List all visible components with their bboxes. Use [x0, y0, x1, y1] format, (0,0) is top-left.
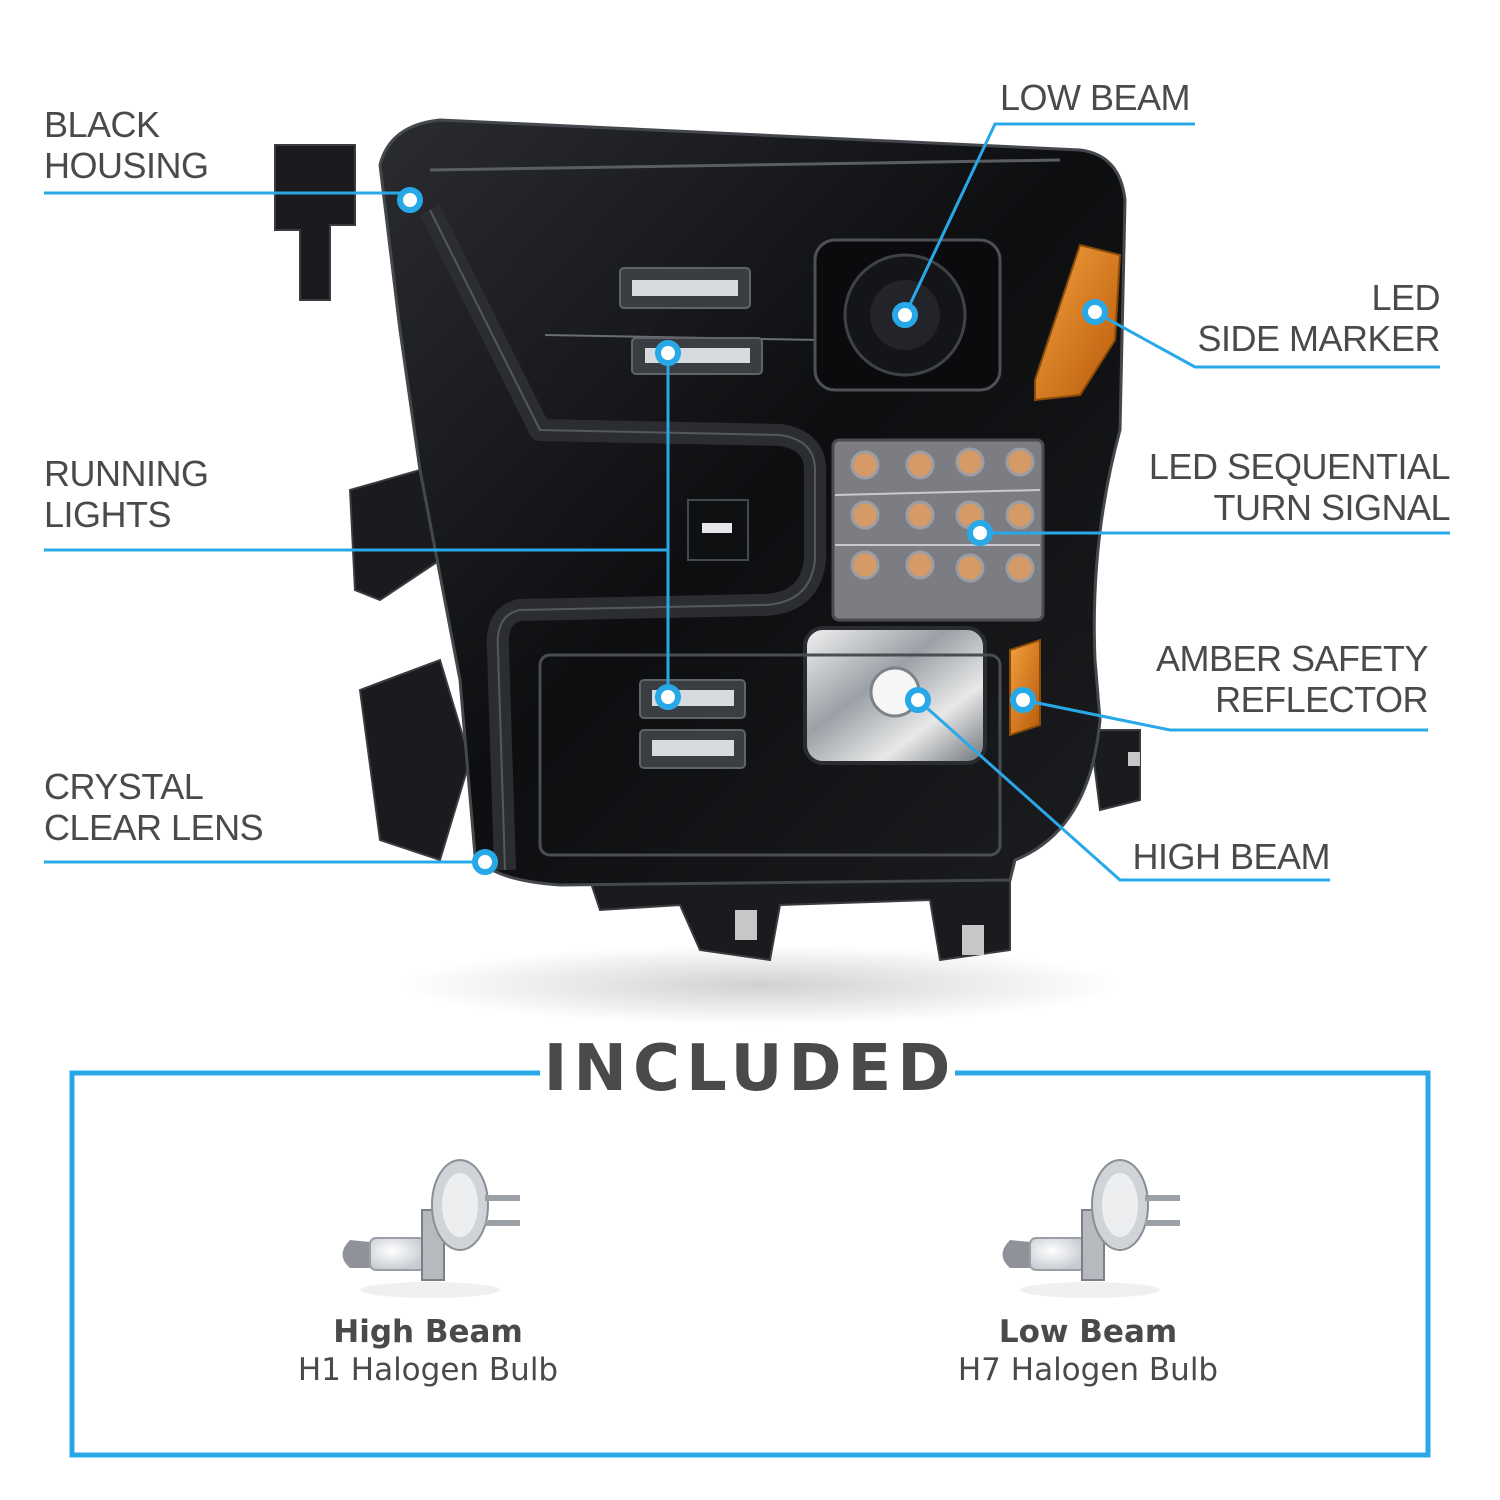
h7-bulb-icon — [1002, 1159, 1180, 1298]
bolt-hole — [962, 925, 984, 955]
label-led-side-marker: LED SIDE MARKER — [1197, 277, 1440, 359]
led-side-marker — [1034, 243, 1122, 402]
floor-shadow — [400, 945, 1120, 1025]
mounting-brackets — [274, 144, 1141, 962]
h1-bulb-icon — [342, 1159, 520, 1298]
label-crystal-clear-lens: CRYSTAL CLEAR LENS — [44, 766, 264, 848]
bulb-caption-high-beam: High Beam H1 Halogen Bulb — [218, 1313, 638, 1389]
label-low-beam: LOW BEAM — [1000, 77, 1191, 118]
led-turn-signal-array — [831, 438, 1045, 622]
bolt-hole — [1128, 752, 1140, 766]
bulb-type: H1 Halogen Bulb — [297, 1352, 559, 1388]
included-box — [69, 1070, 1431, 1458]
bulb-type: H7 Halogen Bulb — [957, 1352, 1219, 1388]
callout-dots — [397, 187, 1108, 875]
label-running-lights: RUNNING LIGHTS — [44, 453, 209, 535]
lens-highlight — [429, 158, 1061, 172]
label-high-beam: HIGH BEAM — [1132, 836, 1330, 877]
lower-lens-frame — [538, 653, 1002, 857]
bulb-caption-low-beam: Low Beam H7 Halogen Bulb — [878, 1313, 1298, 1389]
label-amber-safety-reflector: AMBER SAFETY REFLECTOR — [1155, 638, 1429, 720]
high-beam-reflector — [803, 626, 987, 765]
bulb-name: Low Beam — [998, 1314, 1178, 1350]
bulb-name: High Beam — [333, 1314, 523, 1350]
included-title: INCLUDED — [543, 1032, 957, 1106]
bolt-hole — [735, 910, 757, 940]
label-black-housing: BLACK HOUSING — [44, 104, 209, 186]
label-led-sequential-turn-signal: LED SEQUENTIAL TURN SIGNAL — [1148, 446, 1451, 528]
low-beam-projector — [813, 238, 1002, 392]
